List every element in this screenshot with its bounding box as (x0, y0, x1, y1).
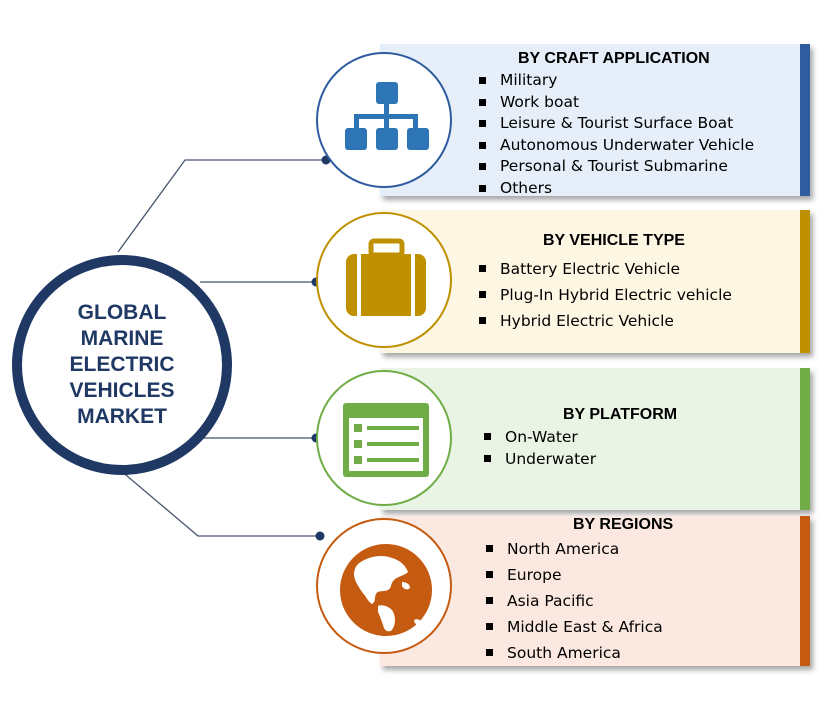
segment-item-list: On-Water Underwater (480, 426, 596, 470)
list-item: Others (475, 178, 754, 200)
bullet-icon (484, 455, 491, 462)
bullet-icon (479, 291, 486, 298)
bullet-icon (486, 571, 493, 578)
segment-title: BY PLATFORM (563, 406, 678, 423)
icon-circle-craft-application (316, 52, 452, 188)
bullet-icon (486, 597, 493, 604)
list-item: Autonomous Underwater Vehicle (475, 135, 754, 157)
icon-circle-regions (316, 518, 452, 654)
bullet-icon (479, 98, 486, 106)
segment-item-list: North America Europe Asia Pacific Middle… (482, 536, 663, 666)
bullet-icon (486, 649, 493, 656)
bullet-icon (479, 77, 486, 84)
list-item-label: Europe (507, 566, 562, 584)
list-item-label: South America (507, 644, 621, 662)
list-item: North America (482, 536, 663, 562)
connector-dot (315, 531, 325, 541)
bullet-icon (479, 163, 486, 171)
bullet-icon (486, 545, 493, 552)
market-center-circle: GLOBAL MARINE ELECTRIC VEHICLES MARKET (12, 255, 232, 475)
bullet-icon (479, 317, 486, 324)
list-window-icon (343, 403, 429, 477)
bullet-icon (484, 433, 491, 440)
list-item: Battery Electric Vehicle (475, 256, 732, 282)
segment-title: BY VEHICLE TYPE (543, 232, 685, 249)
bullet-icon (486, 623, 493, 630)
market-title: GLOBAL MARINE ELECTRIC VEHICLES MARKET (69, 301, 175, 428)
connector-regions (119, 469, 320, 537)
segment-title: BY REGIONS (573, 516, 674, 533)
list-item-label: Autonomous Underwater Vehicle (500, 135, 755, 154)
list-item-label: Asia Pacific (507, 592, 594, 610)
globe-icon (340, 544, 432, 636)
list-item-label: Middle East & Africa (507, 618, 663, 636)
segment-item-list: Military Work boat Leisure & Tourist Sur… (475, 70, 754, 200)
icon-circle-vehicle-type (316, 212, 452, 348)
bullet-icon (479, 184, 486, 192)
list-item: Underwater (480, 448, 596, 470)
list-item-label: Military (500, 71, 558, 89)
list-item-label: Battery Electric Vehicle (500, 260, 681, 278)
list-item: Hybrid Electric Vehicle (475, 308, 732, 334)
list-item: Leisure & Tourist Surface Boat (475, 113, 754, 135)
bullet-icon (479, 141, 486, 149)
list-item: South America (482, 640, 663, 666)
list-item-label: Personal & Tourist Submarine (500, 157, 728, 176)
list-item-label: North America (507, 540, 620, 558)
connector-craft-application (117, 159, 326, 253)
list-item-label: On-Water (505, 428, 578, 446)
list-item: On-Water (480, 426, 596, 448)
list-item: Personal & Tourist Submarine (475, 156, 754, 178)
hierarchy-chart-icon (345, 82, 429, 150)
briefcase-icon (346, 238, 426, 316)
list-item: Europe (482, 562, 663, 588)
list-item: Military (475, 70, 754, 92)
bullet-icon (479, 120, 486, 128)
list-item: Middle East & Africa (482, 614, 663, 640)
segment-item-list: Battery Electric Vehicle Plug-In Hybrid … (475, 256, 732, 334)
list-item-label: Plug-In Hybrid Electric vehicle (500, 286, 732, 304)
list-item: Asia Pacific (482, 588, 663, 614)
list-item: Work boat (475, 92, 754, 114)
icon-circle-platform (316, 370, 452, 506)
list-item-label: Underwater (505, 450, 597, 468)
list-item: Plug-In Hybrid Electric vehicle (475, 282, 732, 308)
list-item-label: Leisure & Tourist Surface Boat (500, 114, 734, 133)
list-item-label: Work boat (500, 92, 580, 111)
list-item-label: Hybrid Electric Vehicle (500, 312, 674, 330)
segment-title: BY CRAFT APPLICATION (518, 50, 710, 67)
list-item-label: Others (500, 178, 553, 197)
bullet-icon (479, 265, 486, 272)
